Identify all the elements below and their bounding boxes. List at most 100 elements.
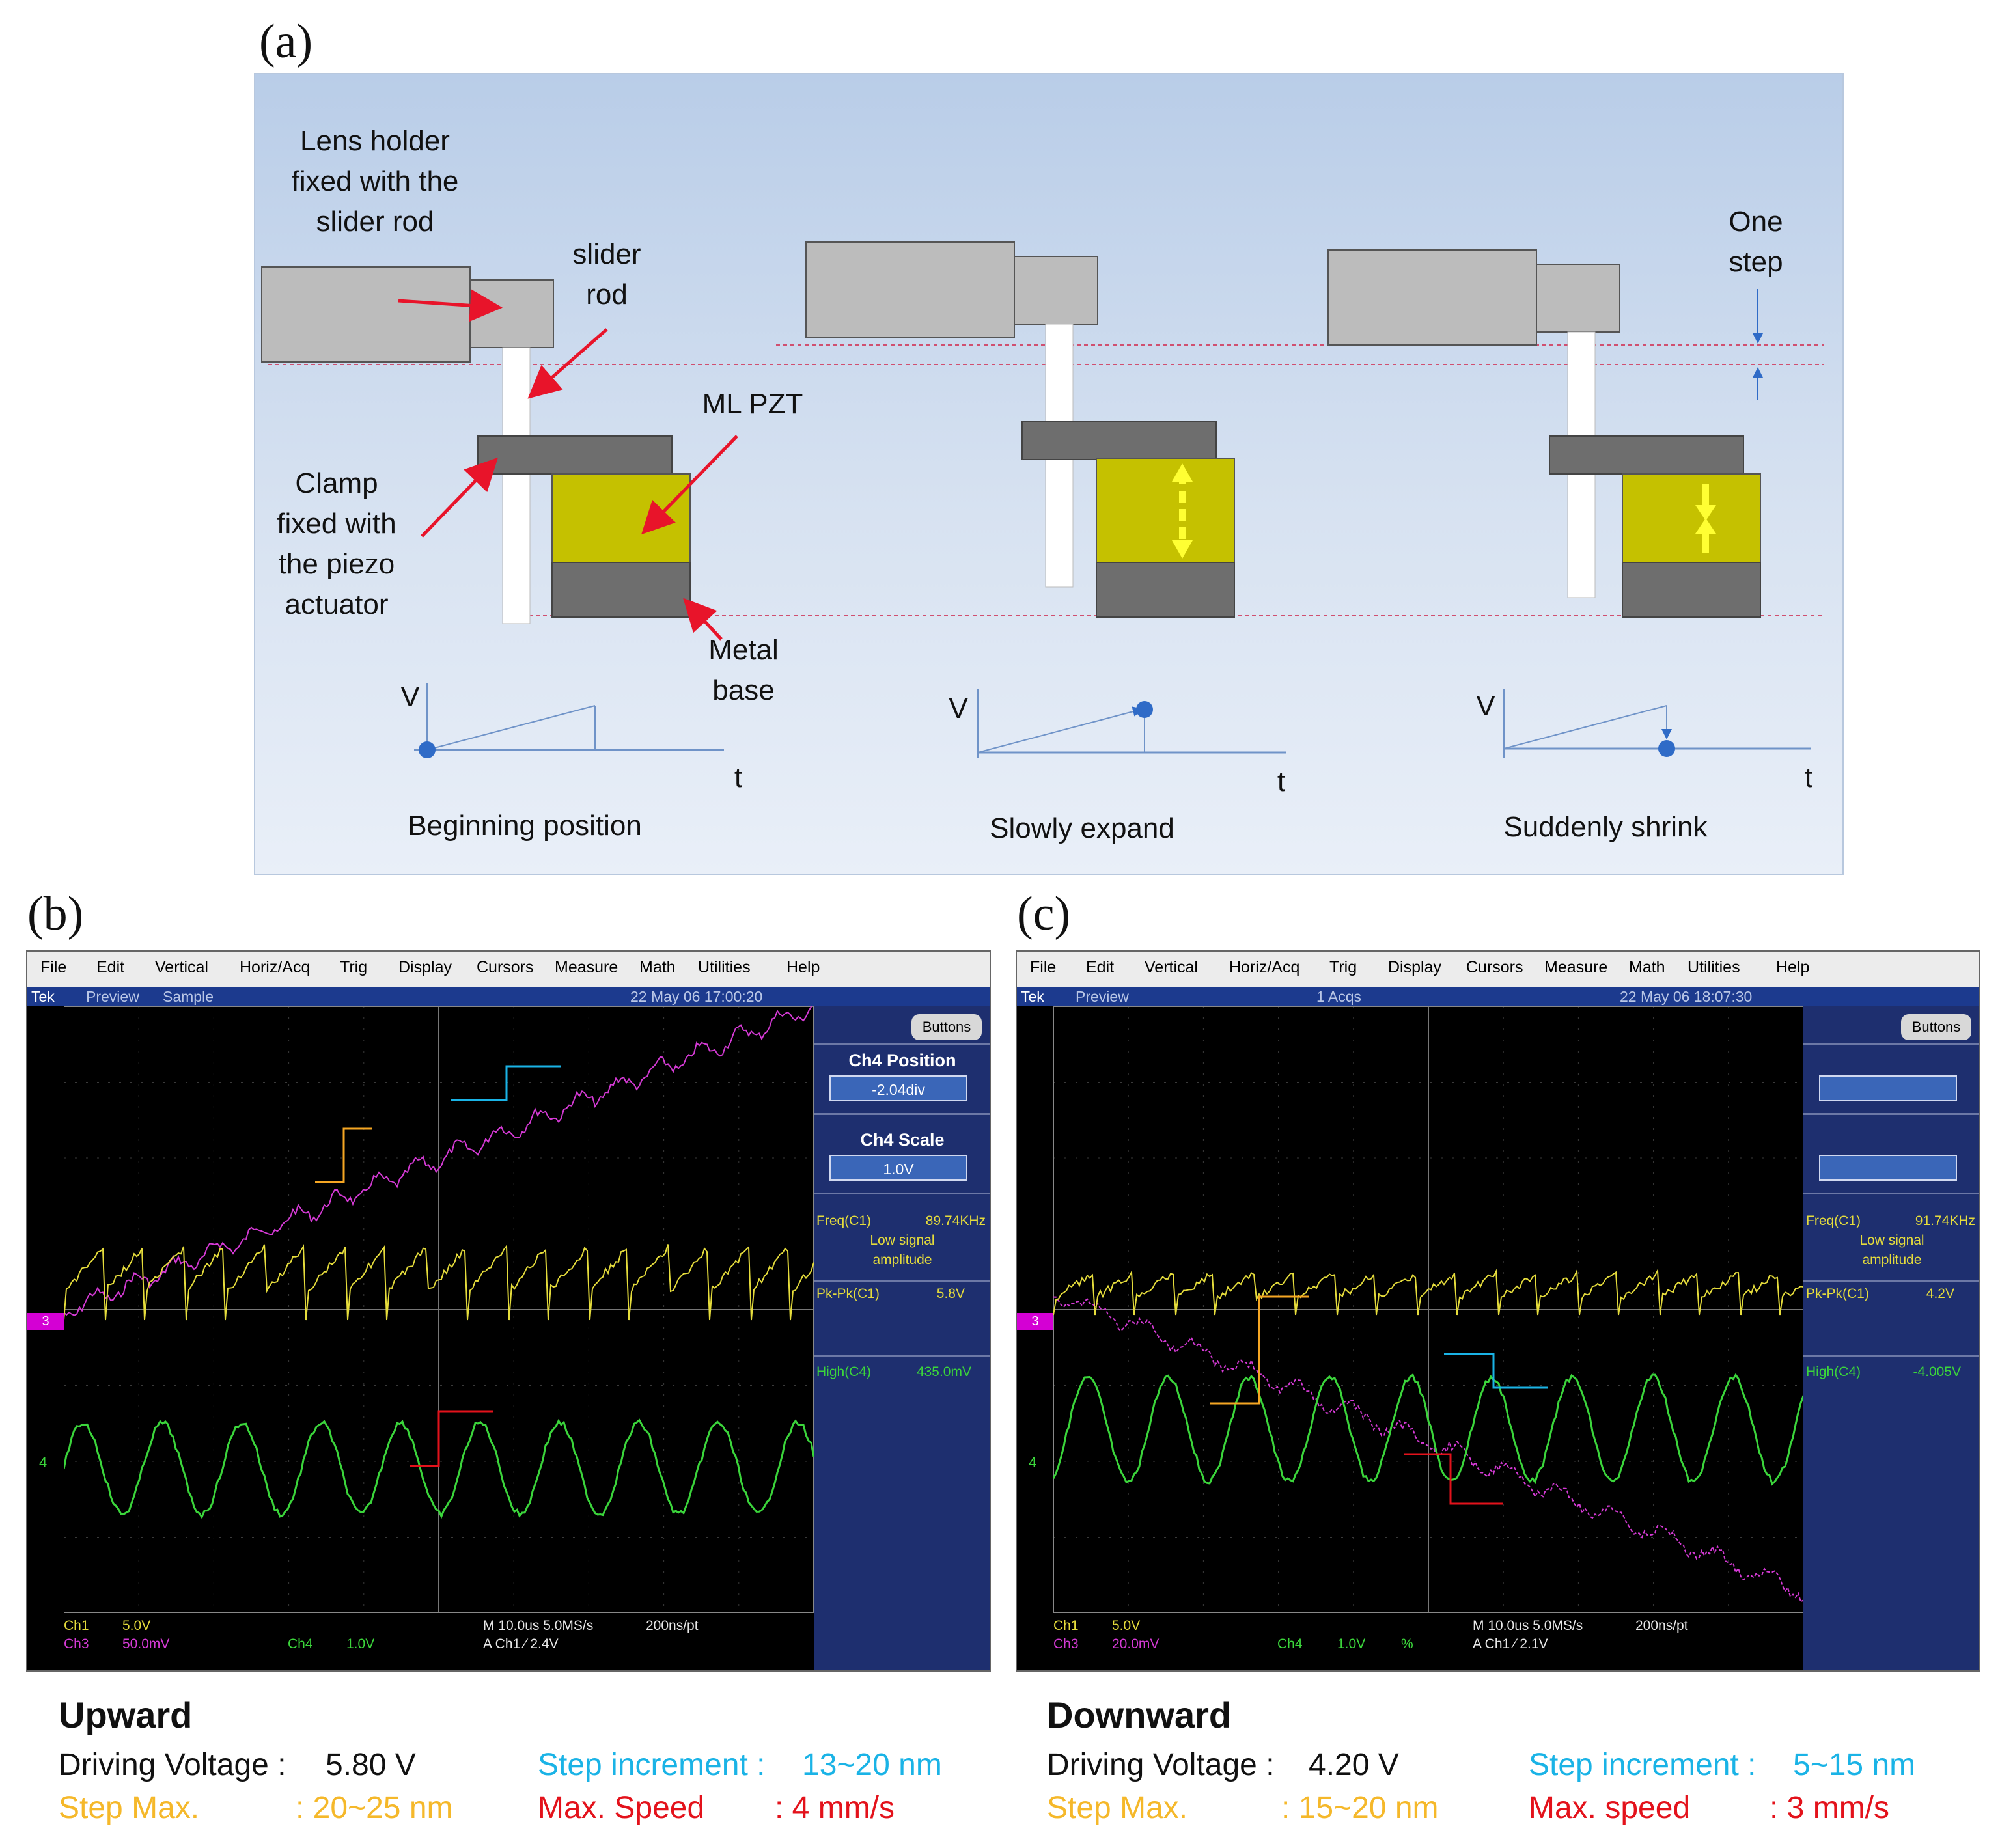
clamp [1021,421,1217,460]
ch1-scale: 5.0V [1112,1618,1141,1633]
pkpk-label: Pk-Pk(C1) [1806,1286,1869,1301]
menu-item[interactable]: File [1030,958,1057,976]
voltage-dot [419,741,436,758]
state-expand [805,241,1235,618]
step-max-label: Step Max. [1047,1791,1188,1825]
ch4-trace [1053,1373,1803,1486]
pointer-arrow-clamp [421,457,498,538]
menu-item[interactable]: Trig [1329,958,1357,976]
timestamp: 22 May 06 18:07:30 [1620,988,1753,1005]
speed-cursor [410,1410,493,1467]
ch4-extra: % [1401,1636,1413,1651]
graph-v-label-1: V [400,681,420,713]
menu-item[interactable]: File [40,958,67,976]
panel-divider [1803,1043,1979,1045]
note-line: amplitude [872,1252,932,1267]
mode-label: Preview [1076,988,1129,1005]
state-shrink [1327,249,1763,618]
trigger-setting: A Ch1 ∕ 2.4V [483,1636,559,1651]
menu-item[interactable]: Math [1629,958,1665,976]
graticule [1053,1006,1803,1613]
panel-divider [814,1043,990,1045]
label-slider-rod: slider rod [561,234,652,315]
ch3-marker: 3 [27,1313,64,1330]
label-line: the piezo [278,548,395,580]
ch3-scale: 20.0mV [1112,1636,1160,1651]
menu-item[interactable]: Edit [1086,958,1115,976]
graph-t-label-3: t [1804,762,1813,793]
ch3-label: Ch3 [1053,1636,1079,1651]
acq-label: 1 Acqs [1316,988,1362,1005]
menu-item[interactable]: Utilities [698,958,751,976]
pkpk-value: 4.2V [1926,1286,1954,1301]
acq-label: Sample [163,988,214,1005]
step-max-cursor [1210,1295,1309,1405]
menu-item[interactable]: Measure [555,958,618,976]
ch4-scale-field[interactable] [1819,1155,1957,1181]
panel-divider [1803,1113,1979,1115]
max-speed-label: Max. Speed [538,1791,705,1825]
ch4-marker: 4 [1029,1454,1037,1470]
menu-item[interactable]: Vertical [155,958,208,976]
metal-base [1622,562,1761,618]
menu-item[interactable]: Cursors [477,958,534,976]
menu-item[interactable]: Edit [96,958,125,976]
panel-divider [1803,1193,1979,1194]
ch1-label: Ch1 [1053,1618,1079,1633]
caption-beginning: Beginning position [408,810,642,842]
ch4-position-field[interactable] [1819,1075,1957,1101]
menu-item[interactable]: Horiz/Acq [240,958,311,976]
freq-value: 89.74KHz [925,1213,986,1228]
buttons-button[interactable]: Buttons [1901,1014,1971,1040]
summary-title: Downward [1047,1694,1232,1735]
menu-item[interactable]: Horiz/Acq [1229,958,1300,976]
panel-divider [1803,1280,1979,1282]
ch4-scale: 1.0V [346,1636,375,1651]
mechanism-drawing [261,241,1824,758]
menu-item[interactable]: Trig [340,958,368,976]
menu-item[interactable]: Cursors [1466,958,1523,976]
menu-item[interactable]: Help [786,958,820,976]
menu-item[interactable]: Vertical [1145,958,1198,976]
label-line: Metal [708,634,779,666]
brand-label: Tek [31,988,55,1005]
label-line: step [1729,246,1783,278]
panel-label-b: (b) [27,887,84,941]
menu-item[interactable]: Display [398,958,452,976]
ch4-position-field[interactable]: -2.04div [829,1075,967,1101]
panel-divider [814,1193,990,1194]
piezo-actuator [551,473,691,563]
step-increment-value: 5~15 nm [1793,1748,1916,1782]
high-value: -4.005V [1913,1364,1961,1379]
slider-rod [502,347,531,624]
buttons-button[interactable]: Buttons [911,1014,982,1040]
ch3-trace [64,1006,812,1316]
menu-item[interactable]: Math [639,958,676,976]
menu-item[interactable]: Measure [1544,958,1608,976]
label-ml-pzt: ML PZT [702,388,803,420]
oscilloscope-downward: File Edit Vertical Horiz/Acq Trig Display Curs… [1016,950,1980,1672]
driving-voltage-label: Driving Voltage : [1047,1748,1275,1782]
oscilloscope-upward: File Edit Vertical Horiz/Acq Trig Display Curs… [26,950,991,1672]
ch4-label: Ch4 [288,1636,313,1651]
step-max-value: : 20~25 nm [296,1791,453,1825]
lens-holder-block [1327,249,1537,346]
menu-item[interactable]: Utilities [1688,958,1740,976]
ch4-scale-field[interactable]: 1.0V [829,1155,967,1181]
menu-item[interactable]: Help [1776,958,1810,976]
ch4-marker: 4 [39,1454,48,1470]
metal-base [1096,562,1235,618]
summary-title: Upward [59,1694,193,1735]
pointer-arrow-lens-holder [398,289,503,322]
menu-item[interactable]: Display [1388,958,1441,976]
piezo-actuator [1622,473,1761,563]
clamp [1549,435,1744,475]
ch1-label: Ch1 [64,1618,89,1633]
high-value: 435.0mV [916,1364,971,1379]
driving-voltage-value: 5.80 V [326,1748,416,1782]
ch4-position-header: Ch4 Position [848,1051,956,1070]
step-max-label: Step Max. [59,1791,200,1825]
